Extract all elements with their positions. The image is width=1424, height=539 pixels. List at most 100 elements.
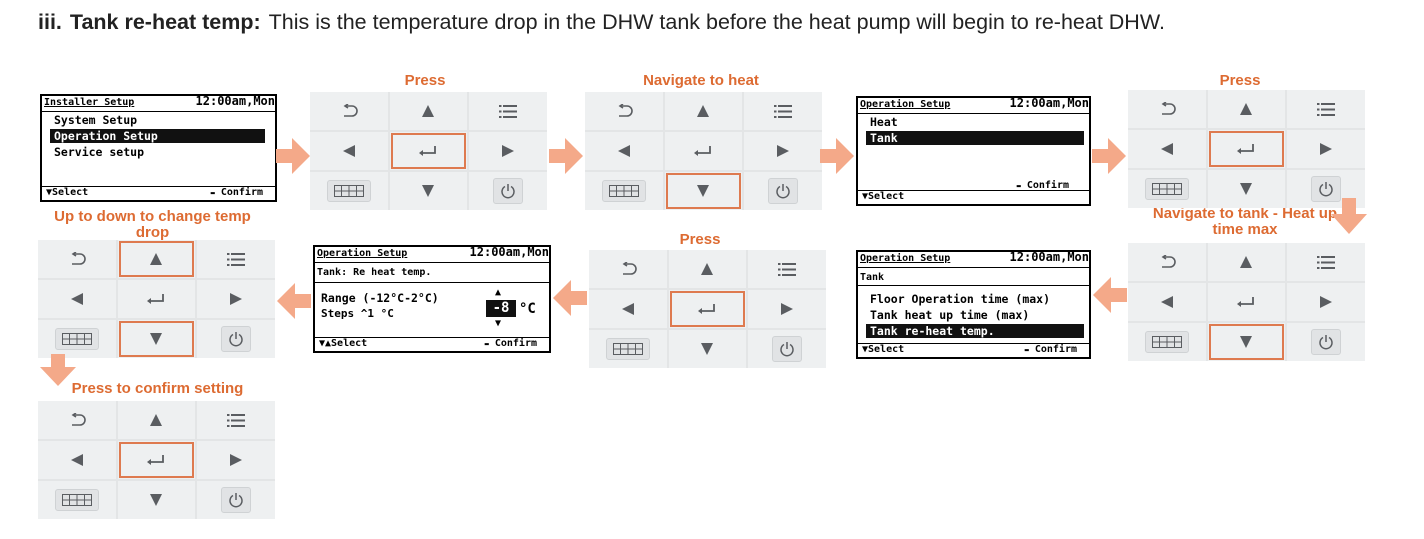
enter-key[interactable] [389,132,468,170]
back-key[interactable] [310,92,388,130]
left-key[interactable] [589,290,667,328]
power-icon [772,336,803,362]
grid-key[interactable] [310,172,388,210]
back-icon [340,104,358,118]
menu-key[interactable] [1287,243,1365,281]
menu-item-system-setup[interactable]: System Setup [54,113,138,127]
arrow-right-icon [276,138,310,174]
menu-key[interactable] [744,92,822,130]
power-key[interactable] [748,330,826,368]
right-key[interactable] [197,441,275,479]
down-key[interactable] [668,330,747,368]
menu-icon [227,413,246,427]
up-key[interactable] [1207,243,1286,281]
arrow-down-icon [40,354,76,386]
menu-item-floor-operation-time[interactable]: Floor Operation time (max) [870,292,1051,306]
up-key[interactable] [117,240,196,278]
up-key[interactable] [117,401,196,439]
enter-key[interactable] [117,441,196,479]
power-key[interactable] [744,172,822,210]
left-arrow-icon [1160,142,1174,156]
up-key[interactable] [664,92,743,130]
down-key[interactable] [1207,170,1286,208]
keypad-press-enter-3 [589,250,826,368]
enter-icon [1237,297,1255,307]
grid-key[interactable] [1128,170,1206,208]
back-key[interactable] [589,250,667,288]
back-key[interactable] [38,240,116,278]
menu-item-tank-heat-up-time[interactable]: Tank heat up time (max) [870,308,1030,322]
menu-key[interactable] [197,240,275,278]
back-key[interactable] [38,401,116,439]
left-key[interactable] [585,132,663,170]
lcd-title: Operation Setup [860,99,951,110]
up-key[interactable] [1207,90,1286,128]
grid-key[interactable] [589,330,667,368]
menu-key[interactable] [748,250,826,288]
down-key[interactable] [117,320,196,358]
arrow-right-icon [549,138,583,174]
increase-arrow-icon[interactable]: ▲ [495,287,502,298]
menu-item-tank-reheat-temp[interactable]: Tank re-heat temp. [866,324,1084,338]
right-key[interactable] [197,280,275,318]
grid-key[interactable] [1128,323,1206,361]
power-key[interactable] [1287,323,1365,361]
menu-key[interactable] [1287,90,1365,128]
back-key[interactable] [585,92,663,130]
up-key[interactable] [389,92,468,130]
power-key[interactable] [197,481,275,519]
enter-key[interactable] [1207,130,1286,168]
steps-text: Steps ^1 °C [321,307,394,320]
lcd-title: Installer Setup [44,97,135,108]
down-key[interactable] [664,172,743,210]
menu-key[interactable] [469,92,547,130]
right-arrow-icon [229,453,243,467]
enter-key[interactable] [1207,283,1286,321]
up-key[interactable] [668,250,747,288]
down-key[interactable] [1207,323,1286,361]
menu-item-heat[interactable]: Heat [870,115,898,129]
grid-key[interactable] [38,481,116,519]
lcd-subtitle: Tank: Re heat temp. [317,267,432,278]
grid-icon [54,328,99,350]
menu-key[interactable] [197,401,275,439]
left-key[interactable] [38,280,116,318]
up-arrow-icon [149,252,163,266]
left-arrow-icon [621,302,635,316]
grid-key[interactable] [38,320,116,358]
left-key[interactable] [310,132,388,170]
right-key[interactable] [1287,283,1365,321]
up-arrow-icon [700,262,714,276]
left-key[interactable] [38,441,116,479]
back-key[interactable] [1128,90,1206,128]
lcd-select-hint: ▼Select [46,187,89,198]
menu-item-operation-setup[interactable]: Operation Setup [50,129,265,143]
right-key[interactable] [744,132,822,170]
heading-number: iii. [38,10,62,34]
down-key[interactable] [389,172,468,210]
enter-key[interactable] [668,290,747,328]
back-key[interactable] [1128,243,1206,281]
left-arrow-icon [617,144,631,158]
temp-value[interactable]: -8 [486,300,516,317]
enter-key[interactable] [117,280,196,318]
left-key[interactable] [1128,130,1206,168]
power-key[interactable] [197,320,275,358]
enter-key[interactable] [664,132,743,170]
right-key[interactable] [1287,130,1365,168]
caption-navigate-heat: Navigate to heat [643,72,759,89]
left-key[interactable] [1128,283,1206,321]
right-key[interactable] [748,290,826,328]
right-key[interactable] [469,132,547,170]
decrease-arrow-icon[interactable]: ▼ [495,318,502,329]
power-key[interactable] [469,172,547,210]
power-icon [1311,329,1342,355]
up-arrow-icon [1239,102,1253,116]
menu-item-tank[interactable]: Tank [866,131,1084,145]
down-key[interactable] [117,481,196,519]
grid-key[interactable] [585,172,663,210]
menu-item-service-setup[interactable]: Service setup [54,145,145,159]
right-arrow-icon [776,144,790,158]
